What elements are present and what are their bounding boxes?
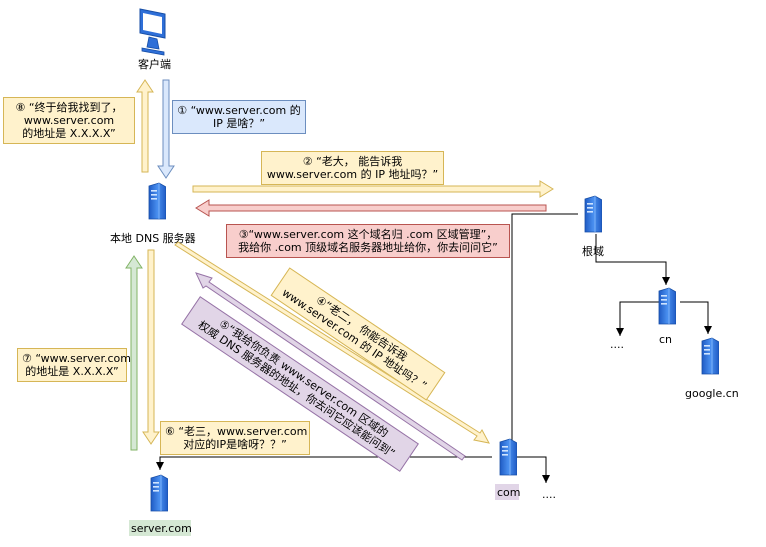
server-icon <box>499 438 517 476</box>
step1-box: ① “www.server.com 的 IP 是啥？” <box>172 100 306 134</box>
step6-line1: ⑥ “老三，www.server.com <box>165 425 308 438</box>
root-label: 根域 <box>582 245 604 258</box>
step2-line1: ② “老大， 能告诉我 <box>302 155 403 168</box>
cn-label: cn <box>659 333 673 346</box>
step3-line2: 我给你 .com 顶级域名服务器地址给你，你去问问它” <box>238 241 498 254</box>
cn-more-label: .... <box>610 338 624 351</box>
root-to-cn-connector <box>595 234 670 285</box>
step1-line1: ① “www.server.com 的 <box>177 104 301 117</box>
cn-children-connector <box>616 301 712 336</box>
step7-box: ⑦ “www.server.com 的地址是 X.X.X.X” <box>17 348 131 382</box>
step6-arrow <box>142 249 160 445</box>
server-icon <box>148 182 166 220</box>
step6-line2: 对应的IP是啥呀？？” <box>183 438 287 451</box>
server-icon <box>584 195 602 233</box>
step2-line2: www.server.com 的 IP 地址吗？” <box>266 168 439 181</box>
client-label: 客户端 <box>138 58 171 71</box>
step8-line3: 的地址是 X.X.X.X” <box>22 127 116 140</box>
server-icon <box>658 287 676 325</box>
step3-arrow <box>195 199 547 217</box>
root-to-com-connector <box>508 213 578 452</box>
step5-arrow <box>195 272 466 461</box>
com-label: com <box>497 486 521 499</box>
step2-box: ② “老大， 能告诉我 www.server.com 的 IP 地址吗？” <box>261 151 444 185</box>
google-cn-label: google.cn <box>685 387 739 400</box>
step8-box: ⑧ “终于给我找到了， www.server.com 的地址是 X.X.X.X” <box>3 97 135 144</box>
step4-arrow <box>174 241 490 444</box>
step1-line2: IP 是啥？” <box>212 117 266 130</box>
step8-line1: ⑧ “终于给我找到了， <box>15 101 123 114</box>
step8-arrow <box>136 79 154 173</box>
server-com-label: server.com <box>131 522 192 535</box>
com-label-bg <box>495 484 519 500</box>
server-label-bg <box>129 520 191 536</box>
local-dns-label: 本地 DNS 服务器 <box>110 232 196 245</box>
step6-box: ⑥ “老三，www.server.com 对应的IP是啥呀？？” <box>160 421 310 455</box>
com-more-label: .... <box>542 488 556 501</box>
step7-line2: 的地址是 X.X.X.X” <box>25 365 119 378</box>
com-to-server-connector <box>156 456 492 470</box>
step2-arrow <box>192 180 554 198</box>
step8-line2: www.server.com <box>23 114 115 127</box>
monitor-icon <box>139 8 166 56</box>
step1-arrow <box>157 79 175 179</box>
server-icon <box>150 474 168 512</box>
step7-line1: ⑦ “www.server.com <box>22 352 131 365</box>
com-children-connector <box>512 456 550 483</box>
server-icon <box>701 337 719 375</box>
step7-arrow <box>125 255 143 451</box>
step3-line1: ③“www.server.com 这个域名归 .com 区域管理”， <box>238 228 498 241</box>
step3-box: ③“www.server.com 这个域名归 .com 区域管理”， 我给你 .… <box>226 224 510 258</box>
